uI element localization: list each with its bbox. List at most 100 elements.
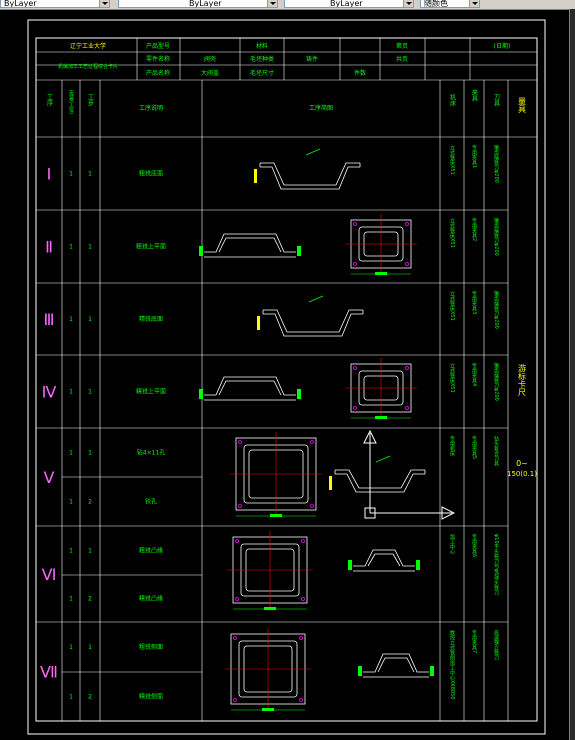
process-number: Ⅲ xyxy=(43,310,54,329)
sketch-boss-plan xyxy=(227,531,313,610)
drawing-border-inner xyxy=(35,37,538,722)
install-cell: 1 xyxy=(69,389,73,396)
measuring-tool-line2: 0~ xyxy=(516,459,528,468)
process-sketches xyxy=(199,148,456,711)
chevron-down-icon[interactable] xyxy=(267,0,277,7)
blank-type-value: 铸件 xyxy=(306,55,318,63)
table-row: 1 2 精铣侧面 xyxy=(69,693,163,701)
description-cell: 钻4×11孔 xyxy=(137,449,165,457)
column-sketch: 工序简图 xyxy=(309,104,333,112)
sketch-rough-top xyxy=(199,233,301,258)
sketch-side-section xyxy=(358,653,434,678)
install-cell: 1 xyxy=(69,499,73,506)
material-label: 材料 xyxy=(256,42,268,50)
tool-cell: 镶齿端铣刀φ200 xyxy=(493,144,499,182)
description-cell: 精铣凸缘 xyxy=(139,595,163,603)
vertical-scrollbar[interactable] xyxy=(569,9,575,740)
linetype-dropdown-2[interactable]: ByLayer xyxy=(118,0,278,8)
step-cell: 2 xyxy=(88,596,92,603)
step-cell: 1 xyxy=(88,316,92,323)
fixture-cell: 专用夹具3 xyxy=(471,290,477,314)
sketch-finish-top-plan xyxy=(345,358,417,419)
fixture-cell: 专用夹具4 xyxy=(471,362,477,386)
sketch-rough-bottom xyxy=(254,148,361,190)
row-lines xyxy=(36,209,508,722)
install-cell: 1 xyxy=(69,316,73,323)
linetype-dropdown-1[interactable]: ByLayer xyxy=(0,0,110,8)
step-cell: 2 xyxy=(88,694,92,701)
product-model-label: 产品型号 xyxy=(146,42,170,50)
process-number: Ⅰ xyxy=(47,165,52,184)
install-cell: 1 xyxy=(69,548,73,555)
description-cell: 铰孔 xyxy=(145,498,157,506)
chevron-down-icon[interactable] xyxy=(99,0,109,7)
ucs-axis-icon xyxy=(363,429,456,520)
tool-cell: 高速钢立铣刀 xyxy=(493,629,499,661)
count-label: 件数 xyxy=(354,69,366,77)
install-cell: 1 xyxy=(69,694,73,701)
step-cell: 1 xyxy=(88,644,92,651)
description-cell: 粗铣底面 xyxy=(139,170,163,178)
machine-cell: 立式铣床X51 xyxy=(449,362,455,392)
tool-cell: φ10平头铣刀与φ6球头铣刀 xyxy=(493,534,499,597)
machine-cell: 立式铣床X51 xyxy=(449,217,455,247)
description-cell: 粗铣上平面 xyxy=(136,243,166,251)
install-cell: 1 xyxy=(69,244,73,251)
tool-cell: 钻头复合刀具 xyxy=(493,435,499,467)
sketch-drill-plan xyxy=(230,432,322,517)
table-row: 1 1 粗铣侧面 xyxy=(69,643,163,651)
blank-size-label: 毛坯尺寸 xyxy=(250,69,274,77)
sketch-finish-top xyxy=(199,376,301,401)
process-number: Ⅶ xyxy=(40,663,58,682)
chevron-down-icon[interactable] xyxy=(469,0,479,7)
process-number: Ⅱ xyxy=(45,238,53,257)
table-grid xyxy=(61,80,509,721)
machine-cell: 立式铣床X51 xyxy=(449,290,455,320)
fixture-cell: 专用夹具2 xyxy=(471,217,477,241)
sketch-side-plan xyxy=(225,628,311,711)
column-install: 安装(工位) xyxy=(68,89,74,114)
install-cell: 1 xyxy=(69,171,73,178)
drawing-canvas[interactable]: 辽宁工业大学 机械加工工艺过程综合卡片 产品型号 零件名称 产品名称 阀壳 大阀… xyxy=(0,9,570,740)
measuring-tool-line1: 游标卡尺 xyxy=(518,363,527,397)
description-cell: 粗铣侧面 xyxy=(139,643,163,651)
linetype-dropdown-3[interactable]: ByLayer xyxy=(284,0,414,8)
product-name-label: 产品名称 xyxy=(146,69,170,77)
tool-cell: 镶齿端铣刀φ200 xyxy=(493,362,499,400)
description-cell: 精铣侧面 xyxy=(139,693,163,701)
machine-cell: 立式铣床X51 xyxy=(449,144,455,174)
fixture-cell: 专用夹具5 xyxy=(471,435,477,459)
page-label: 第页 xyxy=(396,42,408,50)
header-grid xyxy=(36,38,537,138)
column-machine: 机床 xyxy=(449,93,456,107)
part-name-label: 零件名称 xyxy=(146,55,170,63)
linetype-value: ByLayer xyxy=(4,0,37,8)
sketch-rough-top-plan xyxy=(345,214,417,275)
tool-cell: 镶齿端铣刀φ200 xyxy=(493,290,499,328)
column-step: 工步 xyxy=(87,94,94,107)
step-cell: 1 xyxy=(88,389,92,396)
linetype-value: ByLayer xyxy=(330,0,363,8)
install-cell: 1 xyxy=(69,450,73,457)
color-dropdown[interactable]: 随颜色 xyxy=(420,0,480,8)
date-label: (日期) xyxy=(494,42,511,50)
toolbar: ByLayer ByLayer ByLayer 随颜色 xyxy=(0,0,575,10)
machine-cell: 数控立式铣削加工中心XK8050 xyxy=(449,629,455,699)
blank-type-label: 毛坯种类 xyxy=(250,55,274,63)
chevron-down-icon[interactable] xyxy=(403,0,413,7)
process-number: Ⅳ xyxy=(42,383,57,402)
card-title: 机械加工工艺过程综合卡片 xyxy=(58,63,118,70)
install-cell: 1 xyxy=(69,644,73,651)
sketch-finish-bottom xyxy=(257,295,364,337)
column-cutting-tool: 刀具 xyxy=(493,94,500,107)
fixture-cell: 专用夹具6 xyxy=(471,533,477,557)
part-name-value: 阀壳 xyxy=(204,55,216,63)
